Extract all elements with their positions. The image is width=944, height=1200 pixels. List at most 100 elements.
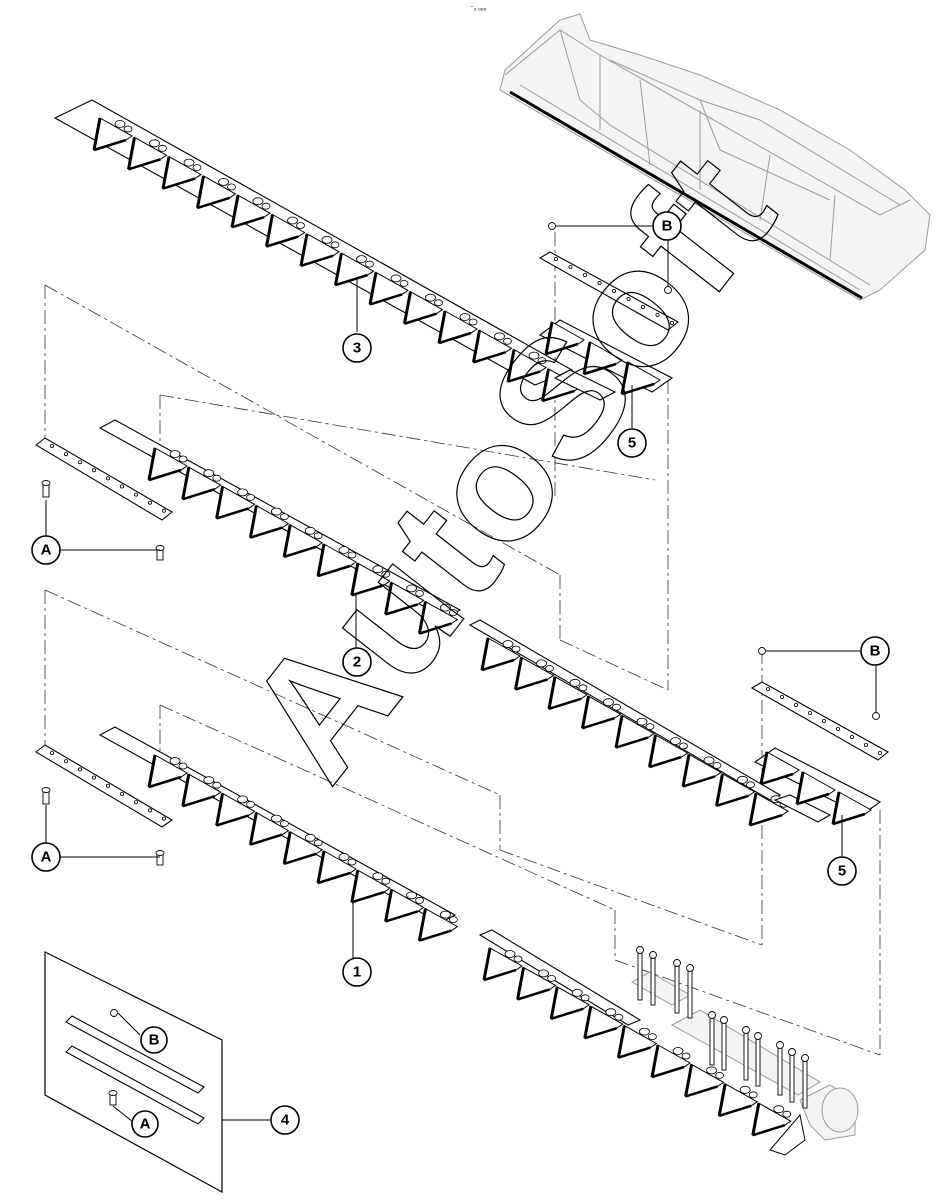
rivet-head bbox=[123, 125, 133, 133]
knife-section-tooth bbox=[127, 136, 168, 171]
knife-section-tooth bbox=[751, 1102, 792, 1137]
rivet-head bbox=[681, 1052, 691, 1060]
knife-section-tooth bbox=[334, 252, 375, 287]
rivet-head bbox=[406, 584, 418, 593]
rivet-head bbox=[381, 877, 391, 885]
bolt-hole bbox=[92, 775, 97, 780]
svg-text:B: B bbox=[149, 1032, 160, 1049]
knife-section-tooth bbox=[316, 543, 357, 578]
bolt-hole bbox=[92, 468, 97, 473]
svg-text:5: 5 bbox=[628, 435, 636, 452]
rivet-head bbox=[338, 546, 350, 554]
rivet-head bbox=[169, 757, 181, 765]
rivet-head bbox=[313, 532, 323, 540]
rivet-head bbox=[218, 177, 229, 186]
bolt-a-upper bbox=[41, 480, 51, 498]
knife-section-tooth bbox=[350, 562, 391, 597]
rivet-head bbox=[304, 833, 316, 842]
rivet-head bbox=[330, 241, 340, 249]
bolt-hole bbox=[161, 816, 166, 821]
rivet-head bbox=[679, 742, 688, 750]
knife-section-tooth bbox=[403, 290, 444, 325]
rivet-head bbox=[528, 351, 540, 360]
rivet-head bbox=[296, 222, 305, 229]
rivet-head bbox=[670, 737, 681, 745]
rivet-head bbox=[338, 853, 350, 861]
rivet-head bbox=[425, 293, 436, 302]
bolt-hole bbox=[78, 767, 83, 772]
head-bolt bbox=[649, 951, 657, 1006]
bolt-hole bbox=[50, 751, 55, 756]
inset-box-item-4 bbox=[44, 951, 223, 1194]
alignment-lines bbox=[44, 232, 881, 1056]
knife-section-tooth bbox=[230, 194, 271, 229]
rivet-head bbox=[639, 1027, 650, 1036]
knife-section-tooth bbox=[547, 676, 588, 710]
knife-section-tooth bbox=[181, 466, 222, 501]
rivet-head bbox=[149, 139, 160, 148]
rivet-head bbox=[547, 975, 556, 982]
knife-section-tooth bbox=[147, 447, 188, 482]
knife-section-tooth bbox=[417, 600, 459, 635]
callout-a-upper: A bbox=[31, 535, 61, 565]
head-bolt bbox=[636, 946, 644, 1001]
bolt-a-upper-2 bbox=[155, 545, 165, 561]
rivet-head bbox=[252, 197, 264, 206]
callout-b-lower: B bbox=[860, 636, 890, 666]
rivet-head bbox=[603, 698, 614, 707]
callout-b-box: B bbox=[140, 1026, 168, 1054]
rivet-head bbox=[365, 260, 374, 268]
bolt-hole bbox=[670, 320, 675, 325]
header-mark: ⁻ₒ ₒₒₒ bbox=[470, 5, 487, 12]
bolt-hole bbox=[147, 808, 152, 813]
bolt-hole bbox=[106, 783, 111, 788]
svg-text:1: 1 bbox=[353, 964, 361, 981]
bolt-hole bbox=[161, 508, 166, 513]
rivet-head bbox=[279, 820, 289, 827]
rivet-head bbox=[636, 717, 648, 726]
head-bolt bbox=[720, 1016, 728, 1071]
rivet-head bbox=[782, 1110, 792, 1118]
bolt-hole bbox=[597, 280, 602, 285]
rivet-head bbox=[169, 450, 181, 458]
rivet-head bbox=[503, 337, 512, 345]
svg-text:4: 4 bbox=[281, 1112, 290, 1129]
head-bolt bbox=[686, 964, 694, 1019]
rivet-head bbox=[321, 235, 333, 244]
knife-section-tooth bbox=[583, 1005, 624, 1040]
rivet-head bbox=[672, 1047, 684, 1055]
knife-section-tooth bbox=[506, 348, 547, 383]
knife-section-tooth bbox=[181, 773, 222, 808]
knife-section-tooth bbox=[684, 1063, 725, 1098]
callout-5-upper: 5 bbox=[617, 428, 647, 458]
bolt-a-lower-2 bbox=[155, 850, 165, 866]
rivet-head bbox=[192, 164, 202, 172]
bolt-hole bbox=[147, 500, 152, 505]
bolt-hole bbox=[133, 492, 138, 497]
knife-section-tooth bbox=[472, 329, 513, 364]
knife-section-tooth bbox=[368, 271, 409, 306]
knife-section-tooth bbox=[514, 656, 555, 691]
header-frame-illustration bbox=[499, 13, 931, 301]
rivet-head bbox=[513, 955, 523, 963]
rivet-head bbox=[712, 762, 722, 769]
rivet-head bbox=[746, 781, 755, 789]
rivet-head bbox=[237, 795, 249, 804]
knife-section-tooth bbox=[482, 947, 523, 982]
knife-section-tooth bbox=[248, 504, 290, 539]
rivet-head bbox=[203, 776, 215, 785]
rivet-head bbox=[448, 916, 458, 923]
rivet-head bbox=[270, 814, 282, 823]
rivet-head bbox=[439, 603, 451, 612]
bolt-hole bbox=[655, 312, 660, 317]
callout-1: 1 bbox=[342, 957, 372, 987]
rivet-head bbox=[415, 897, 425, 904]
bolt-hole bbox=[64, 452, 69, 457]
bolt-hole bbox=[808, 711, 813, 716]
rivet-head bbox=[748, 1091, 758, 1099]
svg-text:B: B bbox=[870, 643, 881, 660]
bolt-hole bbox=[878, 751, 883, 756]
bolt-hole bbox=[836, 727, 841, 732]
rivet-head bbox=[536, 659, 547, 668]
